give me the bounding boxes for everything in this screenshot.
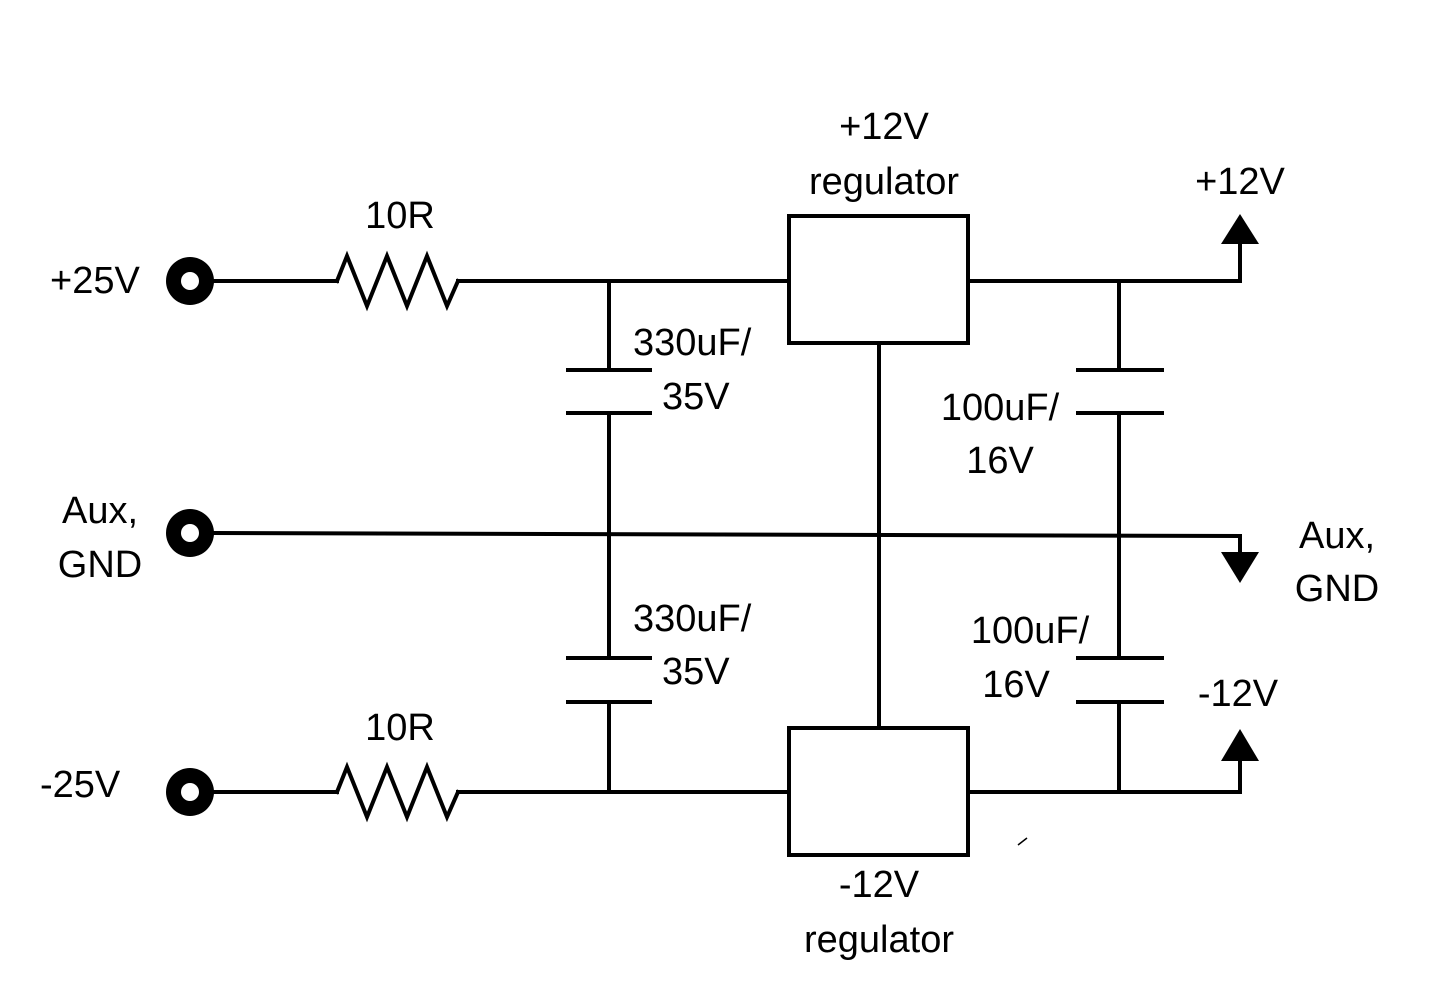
label-aux-out-1: Aux, [1299, 515, 1375, 557]
ground-output-arrow [1221, 552, 1259, 583]
label-resistor-top: 10R [365, 195, 435, 237]
label-input-cap-top-1: 330uF/ [633, 322, 752, 364]
label-output-cap-bottom-1: 100uF/ [971, 610, 1090, 652]
label-aux-in-1: Aux, [62, 490, 138, 532]
label-input-cap-top-2: 35V [662, 376, 730, 418]
label-pos-regulator-1: +12V [839, 106, 929, 148]
label-input-cap-bottom-1: 330uF/ [633, 598, 752, 640]
label-resistor-bottom: 10R [365, 707, 435, 749]
pos-regulator-box [787, 214, 970, 345]
resistor-top [334, 250, 461, 312]
output-cap-branch [1076, 279, 1164, 794]
label-neg-regulator-2: regulator [804, 919, 954, 961]
label-neg-25v: -25V [40, 764, 121, 806]
label-aux-out-2: GND [1295, 568, 1379, 610]
top-rail-wires [212, 238, 1242, 283]
label-output-cap-top-1: 100uF/ [941, 387, 1060, 429]
label-aux-in-2: GND [58, 544, 142, 586]
ground-rail-wire [211, 530, 1242, 554]
label-pos-12v-out: +12V [1195, 161, 1285, 203]
terminal-pos-25v [166, 257, 214, 305]
bottom-rail-wires [212, 753, 1242, 794]
neg-output-arrow [1221, 729, 1259, 761]
terminal-neg-25v [166, 768, 214, 816]
label-neg-12v-out: -12V [1198, 673, 1279, 715]
resistor-bottom [334, 761, 461, 823]
pos-output-arrow [1221, 214, 1259, 244]
label-neg-regulator-1: -12V [839, 864, 920, 906]
label-input-cap-bottom-2: 35V [662, 651, 730, 693]
neg-regulator-box [787, 726, 970, 857]
label-output-cap-top-2: 16V [966, 440, 1034, 482]
label-pos-regulator-2: regulator [809, 161, 959, 203]
label-output-cap-bottom-2: 16V [982, 664, 1050, 706]
stray-mark [1017, 837, 1028, 846]
label-pos-25v: +25V [50, 260, 140, 302]
terminal-aux-gnd-in [166, 509, 214, 557]
input-cap-branch [566, 279, 652, 794]
